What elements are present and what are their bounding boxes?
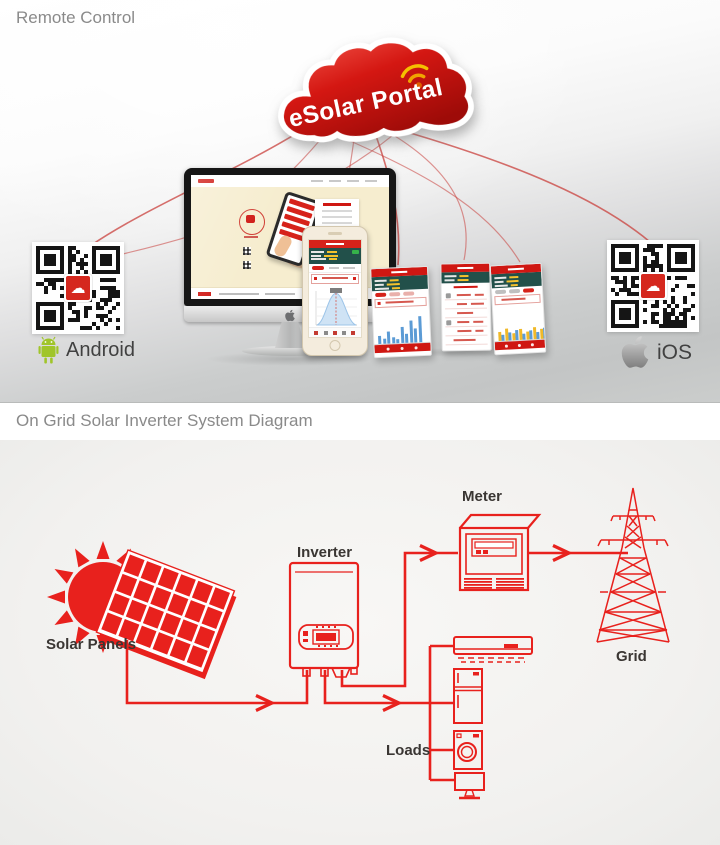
label-meter: Meter: [462, 488, 503, 505]
ios-qr-code: ☁: [607, 240, 699, 332]
remote-control-section: Remote Control: [0, 0, 720, 403]
app-card-monthly-chart: [489, 262, 547, 356]
home-button: [329, 340, 341, 351]
cards-shadow: [378, 348, 538, 357]
app-toolbar-row: [309, 264, 361, 273]
label-grid: Grid: [616, 648, 647, 665]
webpage-header: [191, 175, 389, 187]
app-card-report-table: [440, 262, 492, 352]
phone-speaker: [328, 232, 342, 235]
label-loads: Loads: [386, 742, 431, 759]
thumb-illustration: [272, 233, 294, 259]
monitor-stand-base: [242, 346, 338, 356]
section-title-remote-control: Remote Control: [16, 8, 136, 27]
system-diagram-section: Solar Panels Inverter Meter Grid Loads: [0, 440, 720, 845]
android-qr-code: ☁: [32, 242, 124, 334]
sun-glyph: [445, 292, 451, 298]
apple-logo-icon: [621, 336, 649, 368]
daily-bar-chart: [372, 306, 431, 346]
app-header: [309, 240, 361, 248]
wifi-icon: [400, 64, 429, 89]
esolar-cloud-logo-icon: ☁: [639, 272, 667, 300]
arrow-solar-to-inverter: [255, 694, 276, 712]
ios-label: iOS: [657, 341, 693, 364]
diagram-wires: [125, 551, 628, 782]
apple-logo-icon: [285, 309, 295, 322]
label-solar-panels: Solar Panels: [46, 636, 137, 653]
app-nav-bar: [374, 343, 431, 354]
section-title-diagram: On Grid Solar Inverter System Diagram: [16, 411, 313, 430]
mini-qr-icon: [243, 261, 251, 269]
online-badge: [352, 250, 359, 254]
smartphone: [302, 226, 368, 356]
web-logo-mark: [198, 179, 214, 183]
fridge-icon: [453, 668, 483, 724]
ac-unit-icon: [453, 636, 533, 663]
app-header: [441, 263, 490, 273]
monthly-grouped-bar-chart: [492, 303, 547, 343]
app-date-row: [311, 274, 359, 284]
arrow-inverter-to-meter: [419, 544, 440, 562]
android-robot-icon: [38, 336, 59, 364]
flow-arrows: [255, 544, 573, 712]
monitor-stand-neck: [275, 322, 305, 348]
mini-qr-icon: [243, 247, 251, 255]
system-diagram: [47, 487, 670, 800]
washing-machine-icon: [453, 730, 483, 770]
app-nav-bar: [494, 340, 546, 351]
seal-stamp-icon: [239, 209, 265, 238]
android-label: Android: [66, 339, 135, 361]
label-inverter: Inverter: [297, 544, 353, 561]
cloud-glyph: [446, 319, 452, 325]
phone-screen-app: [308, 239, 362, 338]
app-tabbar: [309, 327, 361, 337]
diagram-heading-band: On Grid Solar Inverter System Diagram: [0, 403, 720, 440]
meter-icon: [458, 513, 542, 592]
grid-tower-icon: [596, 487, 670, 643]
esolar-cloud: eSolar Portal: [264, 31, 476, 155]
tv-icon: [454, 772, 485, 800]
arrow-meter-to-grid: [552, 544, 573, 562]
table-title-dash: [453, 285, 478, 289]
report-table: [442, 289, 491, 348]
power-curve-chart: [309, 285, 361, 331]
arrow-inverter-to-loads: [382, 694, 403, 712]
app-info-panel: [441, 271, 490, 284]
app-card-daily-chart: [370, 265, 432, 359]
inverter-icon: [288, 561, 360, 678]
app-info-panel: [309, 248, 361, 264]
esolar-cloud-logo-icon: ☁: [64, 274, 92, 302]
solar-panel-icon: [95, 549, 237, 680]
